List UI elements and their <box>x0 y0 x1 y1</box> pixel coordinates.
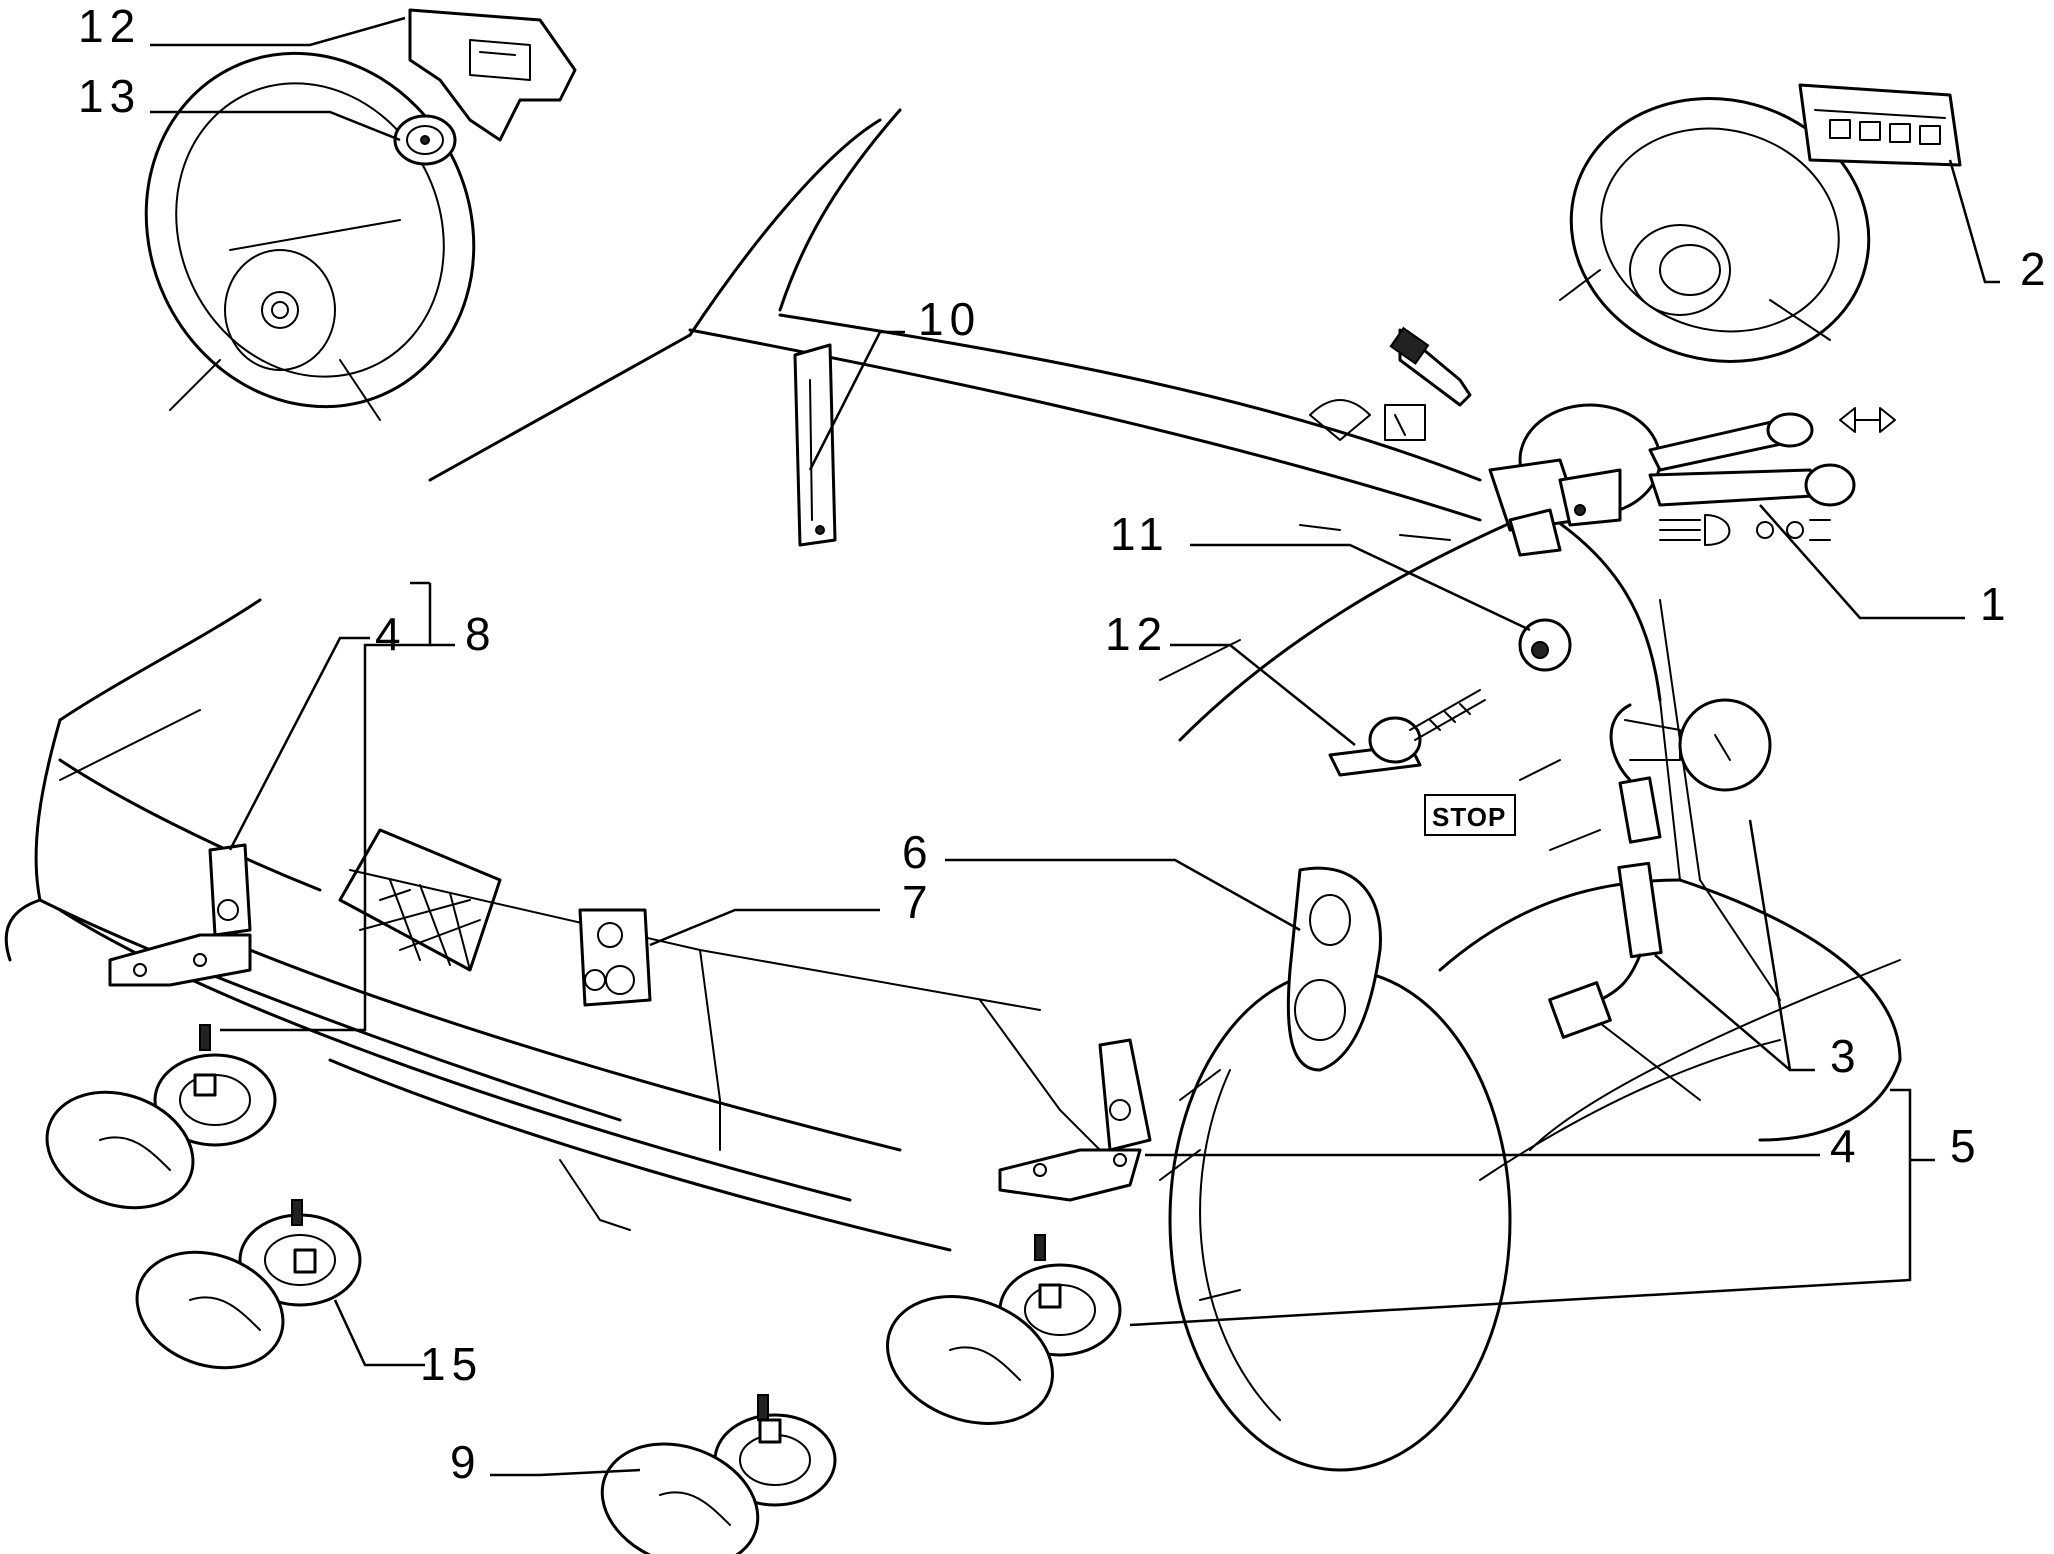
horn-part-5 <box>886 1234 1122 1425</box>
callout-4-right: 4 <box>1830 1120 1862 1172</box>
steering-wheel-left <box>144 51 476 421</box>
callout-3: 3 <box>1830 1030 1862 1082</box>
bracket-part-4-right <box>998 1038 1152 1202</box>
switch-part-12 <box>1328 689 1486 777</box>
switch-panel-part-2 <box>1798 83 1962 167</box>
brake-switch-part-3 <box>1548 698 1772 1039</box>
callout-12: 12 <box>1105 608 1168 660</box>
turn-signal-arrows <box>1839 407 1896 433</box>
steering-column-switch-part-1 <box>1389 326 1856 557</box>
grommet-part-7 <box>578 908 652 1007</box>
wiper-symbols <box>1309 399 1426 441</box>
grommet-part-11 <box>1518 618 1572 672</box>
steering-wheel-right <box>1559 97 1871 363</box>
stop-symbol-text: STOP <box>1432 802 1506 832</box>
callout-11: 11 <box>1110 508 1170 560</box>
callout-7: 7 <box>902 876 934 928</box>
callout-9: 9 <box>450 1436 482 1488</box>
callout-2: 2 <box>2020 243 2052 295</box>
callout-14: 13 <box>78 70 141 122</box>
clip-part-10 <box>793 343 837 547</box>
front-grille <box>338 828 502 972</box>
horn-part-15 <box>135 1199 362 1370</box>
callout-13: 12 <box>78 0 141 52</box>
callout-8: 8 <box>465 608 497 660</box>
callout-leaders <box>150 16 2000 1477</box>
horn-button-part-14 <box>393 114 457 166</box>
callout-numbers: 12 13 2 10 1 11 12 4 8 6 7 3 4 5 15 9 <box>78 0 2052 1488</box>
callout-6: 6 <box>902 826 934 878</box>
callout-1: 1 <box>1980 578 2012 630</box>
callout-5: 5 <box>1950 1120 1982 1172</box>
stop-symbol: STOP <box>1424 794 1516 836</box>
headlight-symbol <box>1659 514 1831 546</box>
horn-part-9 <box>600 1394 837 1554</box>
horn-pad-part-13 <box>408 8 577 142</box>
grommet-part-6 <box>1286 866 1382 1072</box>
car-body-outline <box>4 108 1902 1472</box>
callout-4-left: 4 <box>375 608 407 660</box>
horn-upper-left <box>45 1024 277 1210</box>
callout-15: 15 <box>420 1338 483 1390</box>
callout-10: 10 <box>918 293 981 345</box>
bracket-part-4-left <box>108 843 252 987</box>
